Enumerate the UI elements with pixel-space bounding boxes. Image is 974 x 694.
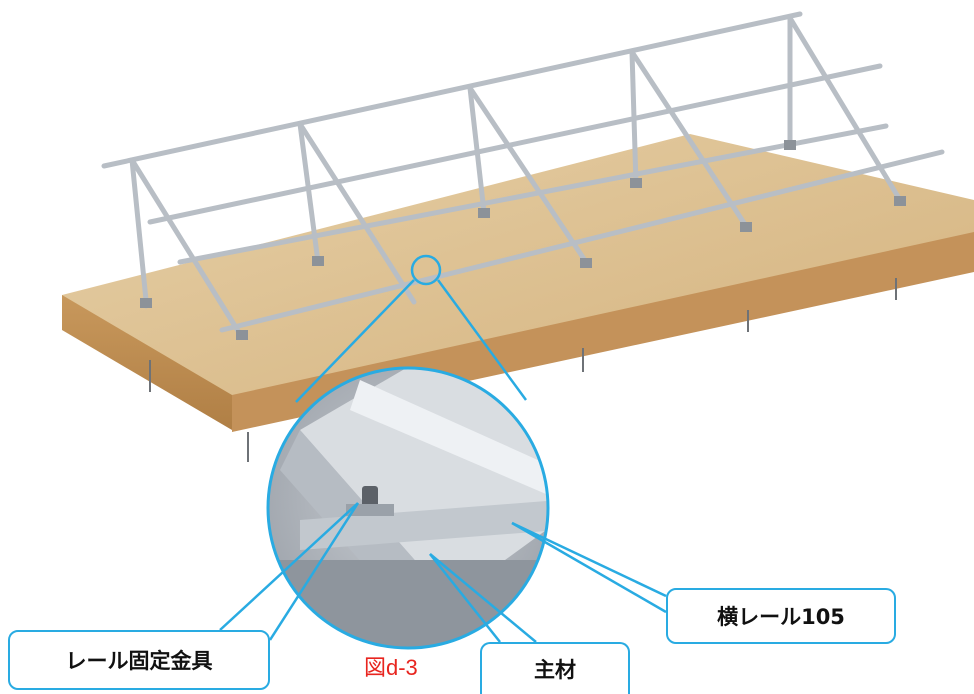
zoom-detail — [268, 368, 548, 648]
main-member-label: 主材 — [480, 642, 630, 694]
detail-marker — [410, 254, 442, 286]
figure-caption: 図d-3 — [364, 655, 418, 680]
callout-leaders — [219, 502, 667, 643]
rack-feet — [140, 140, 906, 340]
ground-screws — [149, 278, 897, 462]
horizontal-rail-105-label: 横レール105 — [666, 588, 896, 644]
zoom-frame — [266, 366, 550, 650]
zoom-leader-lines — [295, 279, 528, 403]
rail-fixing-bracket-label: レール固定金具 — [8, 630, 270, 690]
